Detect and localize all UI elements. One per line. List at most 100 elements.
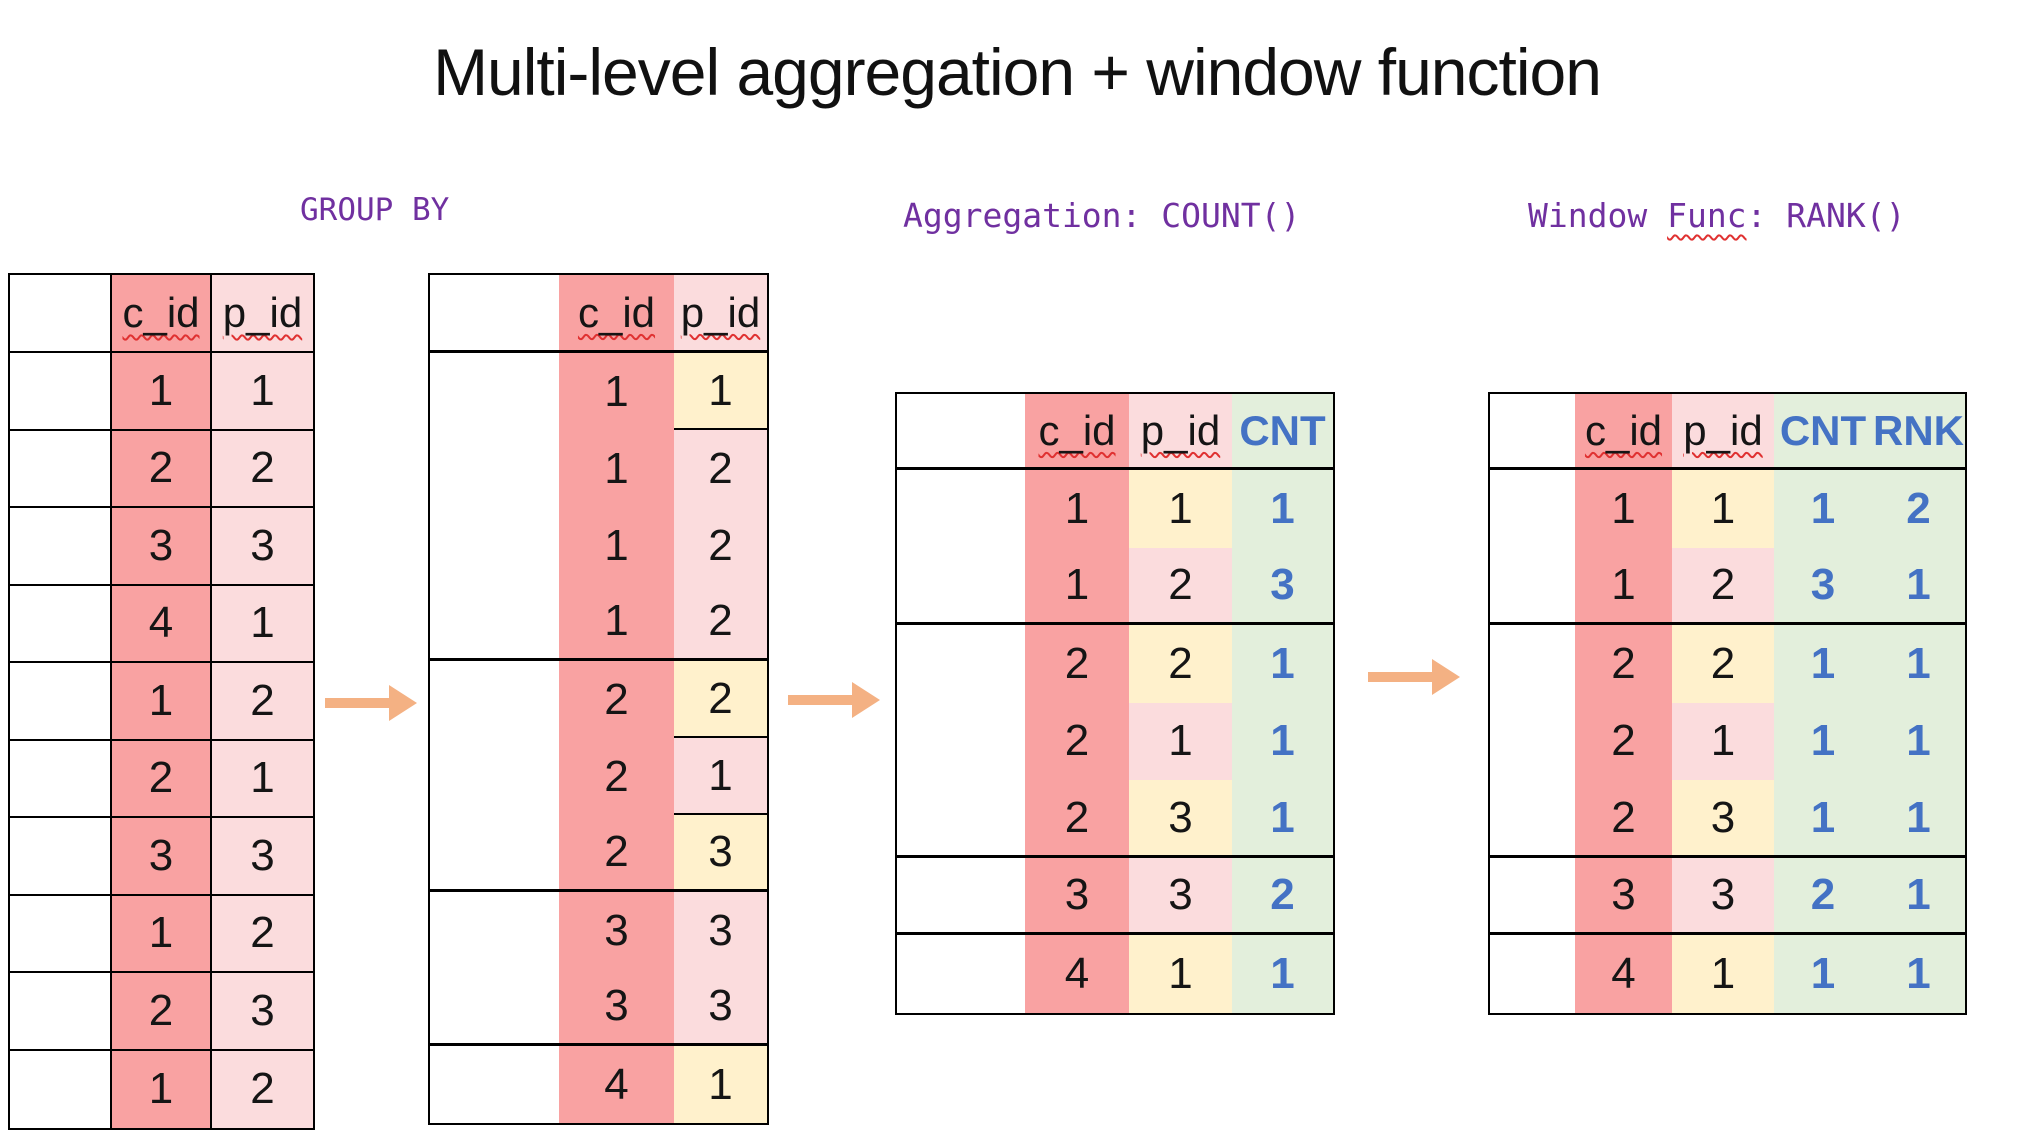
p-id-cell: 3 [1129,780,1232,858]
p-id-cell: 1 [212,353,313,431]
blank-cell [430,1046,559,1123]
blank-cell [430,892,559,969]
p-id-cell: 3 [674,969,767,1046]
p-id-cell: 1 [1129,470,1232,548]
blank-cell [1490,625,1575,703]
p-id-cell: 2 [212,663,313,741]
blank-cell [10,663,112,741]
blank-cell [1490,935,1575,1013]
c-id-cell: 4 [112,585,212,663]
arrow-head [389,685,417,721]
rnk-cell: 1 [1872,625,1965,703]
cnt-cell: 1 [1774,935,1872,1013]
c-id-cell: 2 [559,815,674,892]
blank-cell [897,548,1025,626]
c-id-cell: 2 [112,973,212,1051]
c-id-cell: 1 [112,1050,212,1128]
aggregation-label: Aggregation: COUNT() [903,196,1301,235]
c-id-cell: 2 [559,661,674,738]
rnk-cell: 1 [1872,780,1965,858]
c-id-cell: 2 [1575,625,1672,703]
blank-cell [897,703,1025,781]
header-cell-rnk: RNK [1872,394,1965,470]
cnt-cell: 1 [1774,470,1872,548]
arrow-head [1432,659,1460,695]
cnt-cell: 1 [1232,935,1333,1013]
p-id-cell: 1 [1129,935,1232,1013]
cnt-cell: 1 [1774,780,1872,858]
rnk-cell: 2 [1872,470,1965,548]
aggregated-table: c_id p_id CNT 1 1 1 1 2 3 2 2 1 2 1 1 2 … [895,392,1335,1015]
header-cell-p-id: p_id [212,275,313,353]
c-id-cell: 3 [112,818,212,896]
p-id-cell: 3 [1129,857,1232,936]
c-id-cell: 3 [1025,857,1129,936]
arrow-shaft [788,695,852,705]
blank-cell [897,858,1025,936]
c-id-cell: 4 [559,1046,674,1123]
c-id-cell: 3 [559,969,674,1046]
raw-table: c_id p_id 1 1 2 2 3 3 4 1 1 2 2 1 3 3 1 … [8,273,315,1130]
p-id-cell: 2 [1672,547,1774,626]
c-id-cell: 2 [1575,702,1672,781]
blank-cell [897,935,1025,1013]
cnt-cell: 2 [1774,857,1872,936]
p-id-cell: 1 [212,585,313,663]
row-header-blank-cell [430,275,559,353]
header-cell-cnt: CNT [1774,394,1872,470]
p-id-cell: 1 [1672,935,1774,1013]
blank-cell [10,973,112,1051]
p-id-cell: 2 [674,661,767,738]
blank-cell [897,780,1025,858]
c-id-cell: 1 [559,584,674,661]
p-id-cell: 2 [674,507,767,584]
blank-cell [430,584,559,661]
arrow-right-icon [788,682,880,718]
p-id-cell: 1 [1129,702,1232,781]
c-id-cell: 1 [1575,470,1672,548]
blank-cell [1490,858,1575,936]
blank-cell [1490,780,1575,858]
c-id-cell: 1 [1025,470,1129,548]
cnt-cell: 1 [1774,625,1872,703]
header-cell-c-id: c_id [559,275,674,353]
p-id-cell: 1 [674,353,767,430]
blank-cell [430,969,559,1046]
header-cell-p-id: p_id [1129,394,1232,470]
rnk-cell: 1 [1872,547,1965,626]
c-id-cell: 2 [1025,702,1129,781]
row-header-blank-cell [10,275,112,353]
window-func-label-part3: : RANK() [1746,196,1906,235]
column-header-label: p_id [222,289,303,336]
blank-cell [10,430,112,508]
c-id-cell: 3 [112,508,212,586]
c-id-cell: 2 [112,740,212,818]
arrow-right-icon [325,685,417,721]
row-header-blank-cell [897,394,1025,470]
cnt-cell: 1 [1232,625,1333,703]
header-cell-c-id: c_id [1025,394,1129,470]
rnk-cell: 1 [1872,935,1965,1013]
blank-cell [430,430,559,507]
p-id-cell: 2 [1129,547,1232,626]
p-id-cell: 2 [1672,625,1774,703]
arrow-shaft [325,698,389,708]
group-by-label: GROUP BY [300,192,450,228]
p-id-cell: 3 [212,508,313,586]
c-id-cell: 2 [559,738,674,815]
window-func-label-misspelled-word: Func [1667,196,1747,235]
p-id-cell: 1 [674,738,767,815]
header-cell-c-id: c_id [112,275,212,353]
c-id-cell: 1 [112,353,212,431]
header-cell-cnt: CNT [1232,394,1333,470]
cnt-cell: 1 [1232,780,1333,858]
cnt-cell: 3 [1232,547,1333,626]
c-id-cell: 4 [1575,935,1672,1013]
arrow-head [852,682,880,718]
p-id-cell: 2 [674,430,767,507]
column-header-label: p_id [1683,406,1763,454]
p-id-cell: 1 [1672,470,1774,548]
c-id-cell: 1 [559,353,674,430]
c-id-cell: 4 [1025,935,1129,1013]
c-id-cell: 2 [1025,625,1129,703]
